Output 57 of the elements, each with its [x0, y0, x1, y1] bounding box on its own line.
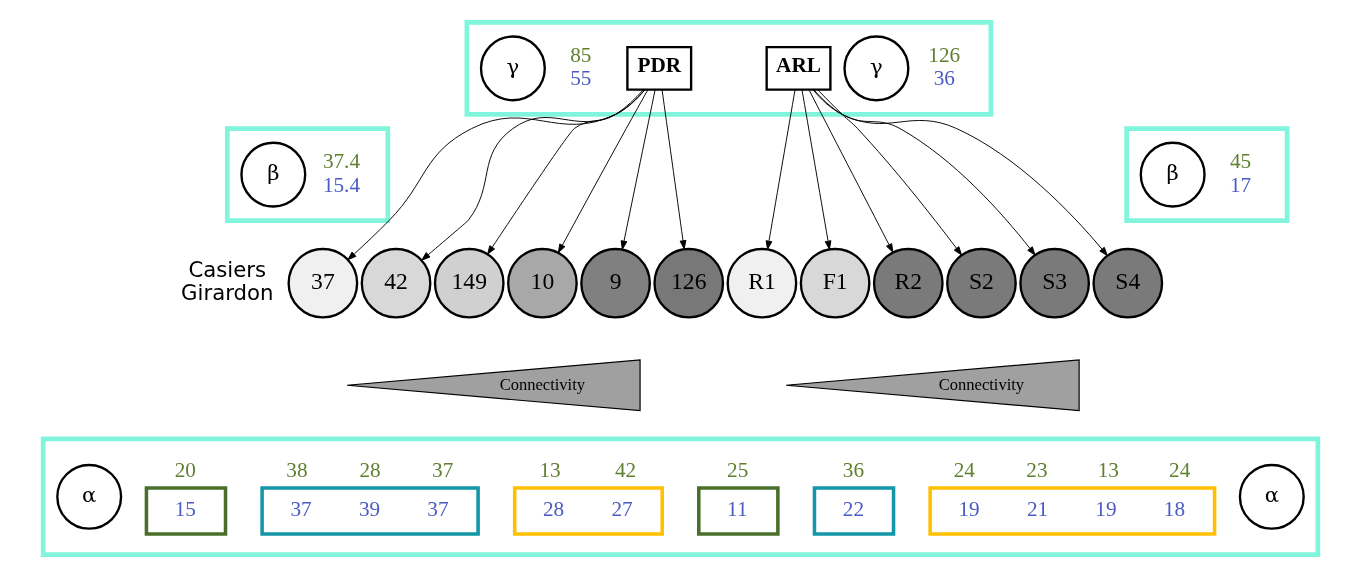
- node-box: 28 27: [512, 486, 664, 536]
- node-circle: F1: [799, 247, 870, 319]
- arrow: [816, 89, 962, 256]
- arrow: [346, 89, 645, 261]
- node-label: 25: [726, 458, 748, 483]
- arrow: [765, 89, 795, 250]
- node-label: 13: [538, 458, 561, 483]
- arrow: [661, 89, 686, 250]
- node-label: 36: [842, 458, 864, 483]
- cluster: [224, 126, 390, 223]
- node-label: 42: [614, 458, 636, 483]
- node-label: 23: [1025, 458, 1048, 483]
- node-label: 55: [569, 66, 591, 91]
- node-label: 17: [1229, 172, 1251, 197]
- node-label: 28: [358, 458, 381, 483]
- node-box: 11: [696, 486, 780, 536]
- node-circle: γ: [479, 35, 546, 102]
- node-label: 45: [1229, 149, 1251, 173]
- node-box: PDR: [625, 45, 692, 91]
- node-label: 24: [1168, 458, 1190, 483]
- cluster: [464, 20, 993, 117]
- node-label: 15.4: [322, 172, 360, 197]
- node-label: 13: [1097, 458, 1119, 483]
- node-circle: 9: [579, 247, 651, 319]
- node-circle: 126: [652, 247, 724, 319]
- cluster: [1123, 126, 1289, 223]
- arrow: [801, 89, 831, 250]
- arrow: [620, 89, 656, 250]
- node-circle: β: [1139, 141, 1206, 208]
- node-box: 19 21 19 18: [927, 486, 1216, 536]
- node-box: 22: [812, 486, 895, 536]
- arrow: [813, 89, 1036, 256]
- node-label: 37: [431, 458, 453, 483]
- node-box: 37 39 37: [259, 486, 480, 536]
- node-label: 24: [953, 458, 975, 483]
- node-circle: 10: [506, 247, 578, 319]
- arrow: [811, 89, 1108, 257]
- cluster: [40, 436, 1320, 557]
- node-label: 37.4: [322, 149, 360, 173]
- arrow: [808, 89, 893, 253]
- node-circle: R2: [872, 247, 944, 319]
- node-label: 20: [174, 458, 196, 483]
- node-label: 126: [927, 42, 960, 67]
- node-label: 38: [285, 458, 308, 483]
- label: Casiers Girardon: [180, 256, 273, 306]
- arrow: [557, 89, 648, 253]
- node-box: ARL: [765, 45, 832, 91]
- arrow: [420, 89, 645, 261]
- node-label: 36: [933, 66, 955, 91]
- node-circle: β: [239, 141, 306, 208]
- node-circle: γ: [842, 35, 909, 102]
- node-circle: α: [55, 463, 122, 530]
- node-label: 85: [569, 42, 591, 67]
- node-circle: α: [1238, 463, 1305, 530]
- arrow: [486, 89, 644, 255]
- node-box: 15: [144, 486, 227, 536]
- node-circle: R1: [726, 247, 797, 319]
